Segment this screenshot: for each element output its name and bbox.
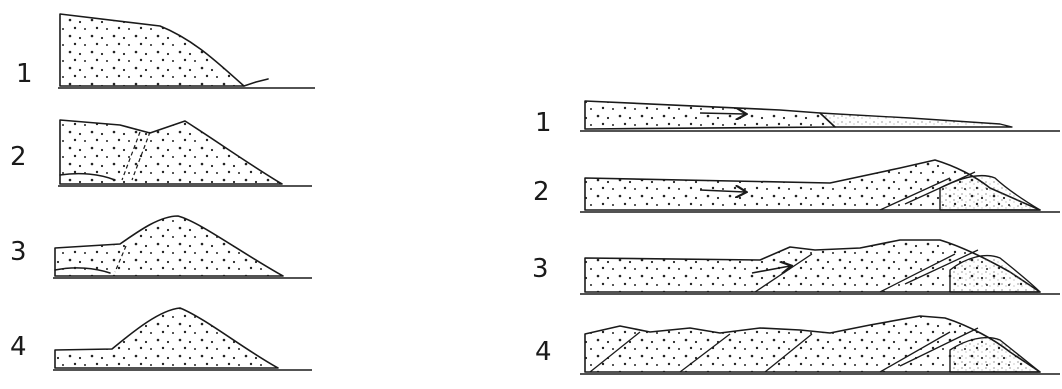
right-stage-2: 2: [533, 160, 1060, 212]
right-stage-1-flow-arrow: [700, 113, 745, 114]
right-stage-3: 3: [532, 240, 1060, 294]
right-stage-1-label: 1: [535, 108, 552, 138]
right-panel: 1 2 3 4: [532, 101, 1060, 374]
right-stage-3-label: 3: [532, 254, 549, 284]
right-stage-1-sediment-sheet: [585, 101, 835, 129]
right-stage-3-fine-wedge: [950, 256, 1040, 292]
right-stage-2-label: 2: [533, 177, 550, 207]
right-stage-1: 1: [535, 101, 1060, 138]
left-stage-1: 1: [16, 14, 315, 89]
left-stage-1-outwash-toe: [244, 79, 268, 86]
left-stage-1-label: 1: [16, 59, 33, 89]
left-stage-3: 3: [10, 216, 312, 278]
left-stage-4: 4: [10, 308, 312, 370]
left-stage-4-label: 4: [10, 332, 27, 362]
left-stage-3-label: 3: [10, 237, 27, 267]
left-stage-2: 2: [10, 120, 312, 186]
left-stage-1-sediment-mass: [60, 14, 244, 86]
left-stage-4-sediment-mass: [55, 308, 278, 368]
right-stage-1-fine-wedge: [820, 113, 1012, 127]
right-stage-4-label: 4: [535, 337, 552, 367]
right-stage-4-fine-wedge: [950, 338, 1040, 372]
left-stage-2-label: 2: [10, 142, 27, 172]
left-panel: 1 2 3 4: [10, 14, 315, 370]
left-stage-3-sediment-mass: [55, 216, 283, 276]
right-stage-4: 4: [535, 316, 1060, 374]
